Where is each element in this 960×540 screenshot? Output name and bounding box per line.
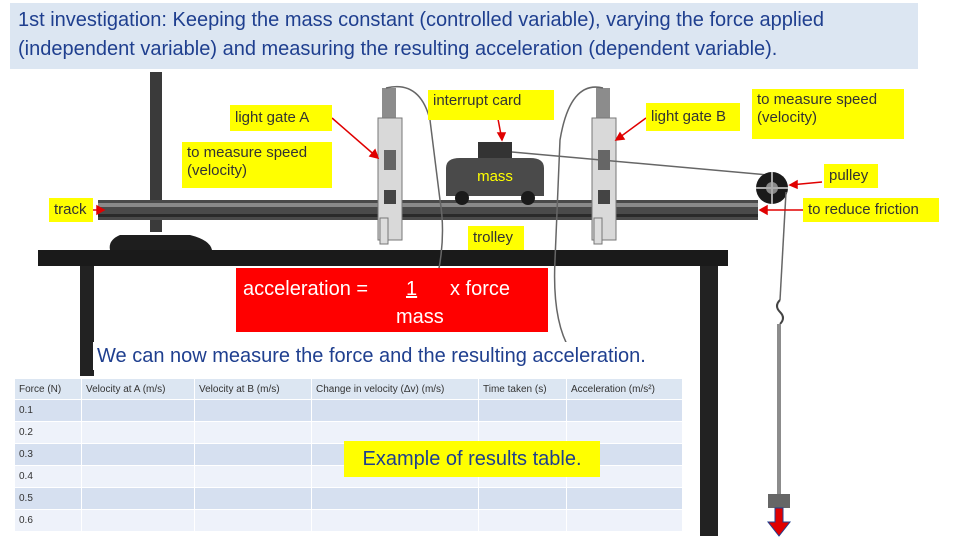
table-header-row: Force (N) Velocity at A (m/s) Velocity a… — [14, 378, 683, 400]
force-cell: 0.6 — [14, 509, 82, 532]
hanger-rod — [777, 324, 781, 494]
formula-denominator: mass — [396, 306, 444, 328]
label-measure-speed-right: to measure speed (velocity) — [752, 89, 904, 139]
formula-lhs: acceleration = — [243, 278, 369, 300]
light-gate-a — [377, 88, 403, 245]
header-time-taken: Time taken (s) — [478, 378, 567, 400]
label-light-gate-a: light gate A — [230, 105, 332, 131]
trolley — [446, 142, 544, 205]
light-gate-b — [591, 88, 617, 245]
force-cell: 0.1 — [14, 399, 82, 422]
label-track: track — [49, 198, 93, 222]
table-row: 0.2 — [14, 421, 683, 444]
bench-top — [38, 250, 728, 266]
force-cell: 0.3 — [14, 443, 82, 466]
force-cell: 0.4 — [14, 465, 82, 488]
bench-leg-right — [700, 266, 718, 386]
header-acceleration: Acceleration (m/s²) — [566, 378, 683, 400]
table-row: 0.5 — [14, 487, 683, 510]
example-results-label: Example of results table. — [344, 441, 600, 477]
label-measure-speed-left: to measure speed (velocity) — [182, 142, 332, 188]
acceleration-formula: acceleration = 1 x force mass — [236, 268, 548, 332]
label-reduce-friction: to reduce friction — [803, 198, 939, 222]
label-light-gate-b: light gate B — [646, 103, 740, 131]
page-title: 1st investigation: Keeping the mass cons… — [10, 3, 918, 69]
table-row: 0.1 — [14, 399, 683, 422]
hanging-mass — [768, 494, 790, 508]
string — [511, 151, 769, 176]
pulley — [756, 172, 788, 204]
label-pulley: pulley — [824, 164, 878, 188]
measurement-note: We can now measure the force and the res… — [93, 342, 650, 370]
stand-rod — [150, 72, 162, 232]
formula-rhs: x force — [450, 278, 511, 300]
table-row: 0.6 — [14, 509, 683, 532]
force-cell: 0.5 — [14, 487, 82, 510]
label-interrupt-card: interrupt card — [428, 90, 554, 120]
weight-arrow — [766, 507, 792, 537]
formula-numerator: 1 — [406, 278, 418, 300]
header-velocity-b: Velocity at B (m/s) — [194, 378, 312, 400]
label-mass: mass — [477, 168, 513, 185]
header-change-velocity: Change in velocity (Δv) (m/s) — [311, 378, 479, 400]
label-trolley: trolley — [468, 226, 524, 250]
header-velocity-a: Velocity at A (m/s) — [81, 378, 195, 400]
header-force: Force (N) — [14, 378, 82, 400]
bench-leg-left — [80, 266, 94, 376]
results-table: Force (N) Velocity at A (m/s) Velocity a… — [14, 378, 683, 532]
stand-base — [109, 235, 212, 250]
force-cell: 0.2 — [14, 421, 82, 444]
